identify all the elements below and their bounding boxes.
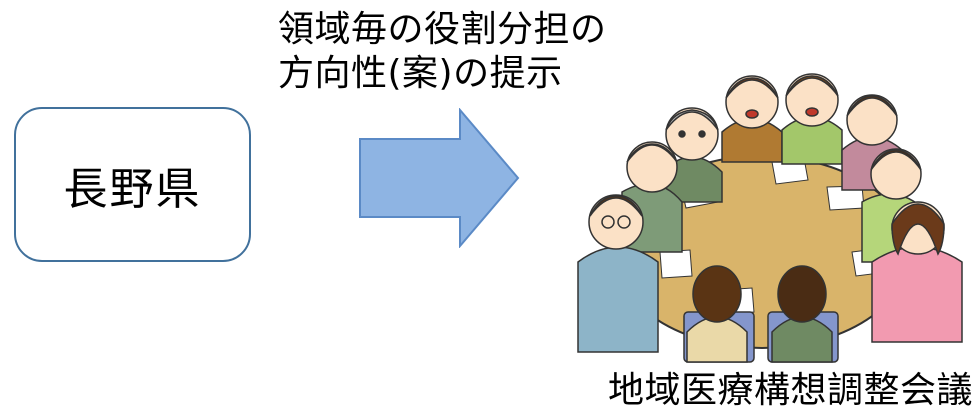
meeting-illustration bbox=[577, 73, 963, 363]
proposal-caption: 領域毎の役割分担の 方向性(案)の提示 bbox=[278, 8, 607, 96]
person-left-2 bbox=[577, 194, 659, 353]
person-front-2 bbox=[771, 265, 833, 363]
person-back-3 bbox=[781, 73, 843, 165]
person-right-2 bbox=[871, 201, 963, 343]
proposal-caption-line-1: 領域毎の役割分担の bbox=[278, 9, 607, 50]
regional-medical-vision-meeting-label: 地域医療構想調整会議 bbox=[607, 370, 973, 411]
nagano-prefecture-label: 長野県 bbox=[63, 163, 202, 215]
nagano-prefecture-box: 長野県 bbox=[14, 107, 251, 262]
right-arrow-icon bbox=[359, 108, 520, 248]
person-back-2 bbox=[721, 75, 783, 163]
proposal-caption-line-2: 方向性(案)の提示 bbox=[278, 53, 563, 94]
person-front-1 bbox=[686, 265, 748, 363]
